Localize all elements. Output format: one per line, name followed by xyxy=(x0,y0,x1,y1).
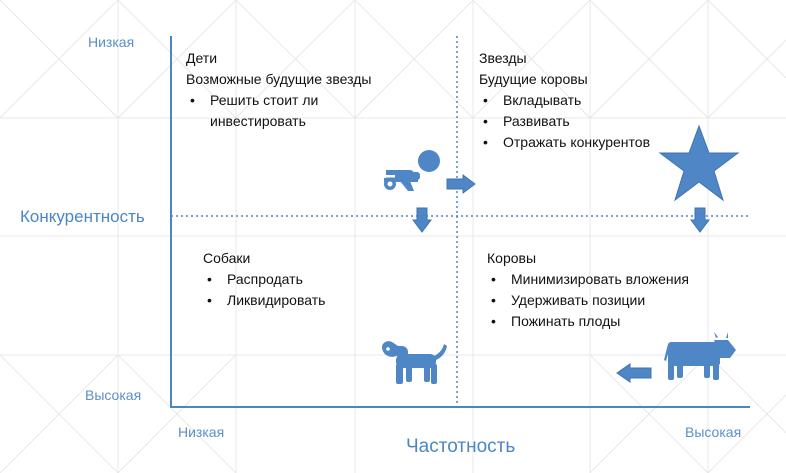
list-item: Вкладывать xyxy=(479,90,650,111)
quadrant-stars: Звезды Будущие коровы Вкладывать Развива… xyxy=(479,48,650,153)
list-item: Распродать xyxy=(203,269,325,290)
quadrant-title: Дети xyxy=(186,50,218,66)
list-item: Развивать xyxy=(479,111,650,132)
list-item: Ликвидировать xyxy=(203,290,325,311)
quadrant-title: Собаки xyxy=(203,250,251,266)
list-item: Пожинать плоды xyxy=(487,311,689,332)
quadrant-children: Дети Возможные будущие звезды Решить сто… xyxy=(186,48,371,132)
quadrant-cows: Коровы Минимизировать вложения Удерживат… xyxy=(487,248,689,332)
list-item: Удерживать позиции xyxy=(487,290,689,311)
quadrant-bullets: Вкладывать Развивать Отражать конкуренто… xyxy=(479,90,650,153)
arrow-down-icon xyxy=(690,207,710,233)
y-axis-bottom-label: Высокая xyxy=(85,387,142,403)
list-item-continuation: инвестировать xyxy=(210,113,306,129)
axes xyxy=(170,36,750,408)
arrow-right-icon xyxy=(446,174,476,194)
list-item: Решить стоит ли xyxy=(186,90,371,111)
arrow-down-icon xyxy=(412,207,432,233)
cow-icon xyxy=(664,332,736,380)
dog-icon xyxy=(381,341,447,384)
quadrant-title: Коровы xyxy=(487,250,537,266)
quadrant-bullets: Распродать Ликвидировать xyxy=(203,269,325,311)
y-axis-top-label: Низкая xyxy=(88,34,135,50)
list-item: Минимизировать вложения xyxy=(487,269,689,290)
quadrant-subtitle: Будущие коровы xyxy=(479,71,588,87)
star-icon xyxy=(658,124,740,202)
quadrant-title: Звезды xyxy=(479,50,527,66)
quadrant-bullets: Минимизировать вложения Удерживать позиц… xyxy=(487,269,689,332)
list-item: Отражать конкурентов xyxy=(479,132,650,153)
y-axis-title: Конкурентность xyxy=(20,207,145,226)
arrow-left-icon xyxy=(616,363,652,383)
quadrant-subtitle: Возможные будущие звезды xyxy=(186,71,372,87)
x-axis-right-label: Высокая xyxy=(685,424,742,440)
x-axis-title: Частотность xyxy=(406,436,516,457)
x-axis-left-label: Низкая xyxy=(178,424,225,440)
baby-icon xyxy=(383,150,440,191)
quadrant-dogs: Собаки Распродать Ликвидировать xyxy=(203,248,325,311)
quadrant-bullets: Решить стоит ли xyxy=(186,90,371,111)
